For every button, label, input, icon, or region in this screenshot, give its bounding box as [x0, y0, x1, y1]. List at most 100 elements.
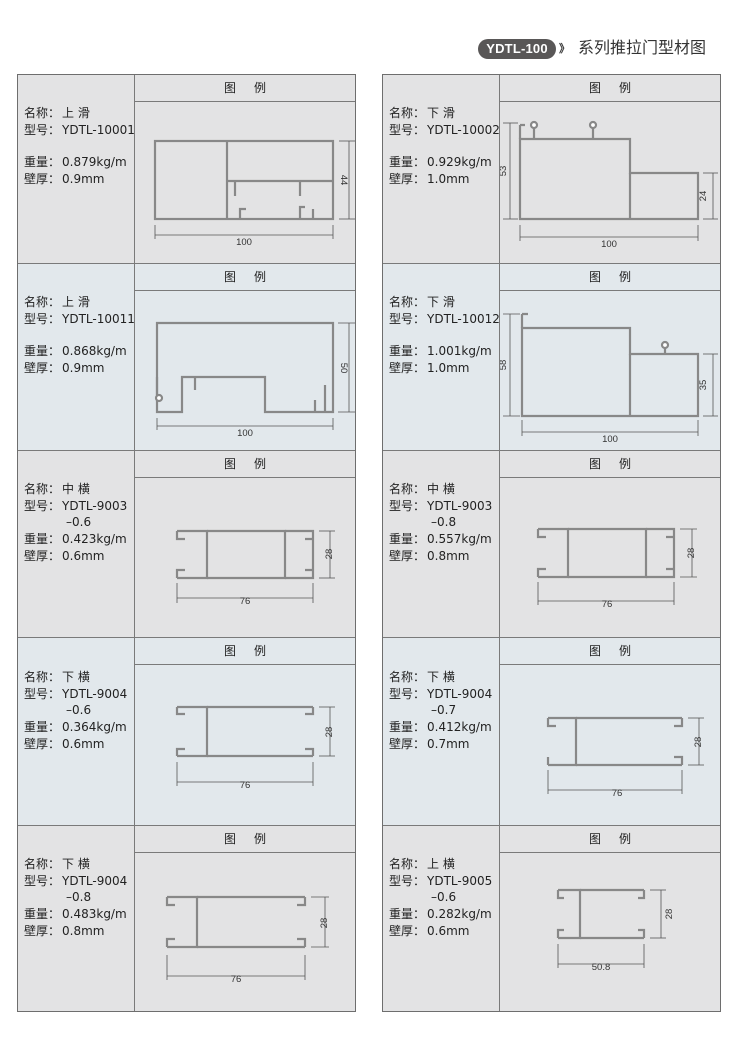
name-line: 名称：上 横: [389, 856, 455, 872]
name-line: 名称：中 横: [389, 481, 455, 497]
wall-key: 壁厚：: [389, 549, 426, 563]
name-key: 名称：: [24, 857, 61, 871]
name-value: 上 滑: [62, 295, 90, 309]
name-key: 名称：: [389, 295, 426, 309]
profile-info: 名称：上 横 型号：YDTL-9005 –0.6 重量：0.282kg/m 壁厚…: [383, 826, 500, 1011]
profile-info: 名称：下 滑 型号：YDTL-10002 重量：0.929kg/m 壁厚：1.0…: [383, 75, 500, 263]
name-value: 上 滑: [62, 106, 90, 120]
name-line: 名称：中 横: [24, 481, 90, 497]
model-key: 型号：: [24, 874, 61, 888]
model-line: 型号：YDTL-10012: [389, 311, 500, 327]
weight-value: 0.412kg/m: [427, 720, 492, 734]
profile-card-ydtl-10002: 名称：下 滑 型号：YDTL-10002 重量：0.929kg/m 壁厚：1.0…: [383, 75, 720, 263]
model-key: 型号：: [24, 312, 61, 326]
model-key: 型号：: [389, 687, 426, 701]
left-column: 名称：上 滑 型号：YDTL-10001 重量：0.879kg/m 壁厚：0.9…: [17, 74, 356, 1012]
weight-key: 重量：: [389, 720, 426, 734]
model-cont-line: –0.8: [66, 890, 92, 904]
profile-drawing: 76 28: [175, 705, 335, 791]
weight-value: 0.423kg/m: [62, 532, 127, 546]
dim-width: 76: [612, 788, 623, 799]
wall-line: 壁厚：0.6mm: [389, 923, 469, 939]
model-cont-line: –0.7: [431, 703, 457, 717]
wall-value: 0.8mm: [62, 924, 105, 938]
model-line: 型号：YDTL-9003: [389, 498, 492, 514]
model-line: 型号：YDTL-9004: [24, 873, 127, 889]
profile-drawing: 76 28: [546, 716, 704, 799]
profile-drawing: 100 53 24: [500, 120, 718, 250]
profile-info: 名称：下 横 型号：YDTL-9004 –0.7 重量：0.412kg/m 壁厚…: [383, 638, 500, 825]
weight-line: 重量：0.929kg/m: [389, 154, 492, 170]
figure-header: 图例: [135, 75, 355, 102]
profile-card-ydtl-9003-0.6: 名称：中 横 型号：YDTL-9003 –0.6 重量：0.423kg/m 壁厚…: [18, 450, 355, 637]
model-value: YDTL-9003: [427, 499, 493, 513]
dim-height: 28: [324, 549, 335, 560]
name-value: 下 滑: [427, 295, 455, 309]
model-line: 型号：YDTL-10002: [389, 122, 500, 138]
weight-value: 1.001kg/m: [427, 344, 492, 358]
weight-line: 重量：0.879kg/m: [24, 154, 127, 170]
wall-key: 壁厚：: [24, 172, 61, 186]
profile-info: 名称：上 滑 型号：YDTL-10001 重量：0.879kg/m 壁厚：0.9…: [18, 75, 135, 263]
weight-key: 重量：: [389, 155, 426, 169]
wall-key: 壁厚：: [24, 737, 61, 751]
model-cont-line: –0.6: [66, 703, 92, 717]
page-header: YDTL-100 》 系列推拉门型材图: [0, 34, 737, 64]
figure-header: 图例: [135, 638, 355, 665]
series-badge: YDTL-100: [478, 39, 556, 59]
dim-width: 100: [602, 434, 618, 445]
model-value: YDTL-9005: [427, 874, 493, 888]
name-line: 名称：下 横: [24, 669, 90, 685]
weight-line: 重量：0.557kg/m: [389, 531, 492, 547]
wall-value: 0.6mm: [62, 737, 105, 751]
model-value: YDTL-9004: [62, 687, 128, 701]
name-key: 名称：: [389, 670, 426, 684]
name-value: 中 横: [427, 482, 455, 496]
profile-drawing: 100 58 35: [500, 312, 718, 445]
weight-value: 0.929kg/m: [427, 155, 492, 169]
model-key: 型号：: [24, 499, 61, 513]
dim-width: 76: [602, 599, 613, 610]
wall-value: 0.8mm: [427, 549, 470, 563]
dim-height-right: 24: [698, 191, 709, 202]
model-value: YDTL-10002: [427, 123, 500, 137]
profile-figure: 100 44: [135, 101, 355, 263]
dim-width: 50.8: [592, 962, 611, 973]
figure-header: 图例: [135, 451, 355, 478]
dim-width: 100: [237, 428, 253, 439]
profile-info: 名称：中 横 型号：YDTL-9003 –0.6 重量：0.423kg/m 壁厚…: [18, 451, 135, 637]
figure-header: 图例: [135, 826, 355, 853]
profile-card-ydtl-9004-0.7: 名称：下 横 型号：YDTL-9004 –0.7 重量：0.412kg/m 壁厚…: [383, 637, 720, 825]
dim-width: 76: [240, 780, 251, 791]
profile-figure: 100 53 24: [500, 101, 720, 263]
profile-figure: 100 58 35: [500, 290, 720, 450]
profile-card-ydtl-10012: 名称：下 滑 型号：YDTL-10012 重量：1.001kg/m 壁厚：1.0…: [383, 263, 720, 450]
wall-value: 0.6mm: [427, 924, 470, 938]
profile-info: 名称：上 滑 型号：YDTL-10011 重量：0.868kg/m 壁厚：0.9…: [18, 264, 135, 450]
wall-key: 壁厚：: [24, 549, 61, 563]
name-key: 名称：: [24, 295, 61, 309]
name-line: 名称：下 横: [389, 669, 455, 685]
weight-key: 重量：: [389, 344, 426, 358]
figure-header: 图例: [500, 638, 720, 665]
profile-info: 名称：中 横 型号：YDTL-9003 –0.8 重量：0.557kg/m 壁厚…: [383, 451, 500, 637]
weight-value: 0.364kg/m: [62, 720, 127, 734]
profile-figure: 76 28: [135, 664, 355, 825]
weight-line: 重量：0.423kg/m: [24, 531, 127, 547]
figure-header: 图例: [135, 264, 355, 291]
wall-line: 壁厚：0.6mm: [24, 736, 104, 752]
wall-value: 1.0mm: [427, 361, 470, 375]
name-value: 中 横: [62, 482, 90, 496]
profile-info: 名称：下 横 型号：YDTL-9004 –0.6 重量：0.364kg/m 壁厚…: [18, 638, 135, 825]
model-line: 型号：YDTL-9004: [24, 686, 127, 702]
profile-drawing: 50.8 28: [556, 888, 675, 973]
wall-line: 壁厚：0.8mm: [389, 548, 469, 564]
weight-key: 重量：: [24, 907, 61, 921]
weight-key: 重量：: [24, 155, 61, 169]
wall-key: 壁厚：: [24, 924, 61, 938]
dim-height: 28: [664, 909, 675, 920]
wall-value: 1.0mm: [427, 172, 470, 186]
wall-line: 壁厚：1.0mm: [389, 360, 469, 376]
name-key: 名称：: [24, 670, 61, 684]
model-value: YDTL-9004: [427, 687, 493, 701]
